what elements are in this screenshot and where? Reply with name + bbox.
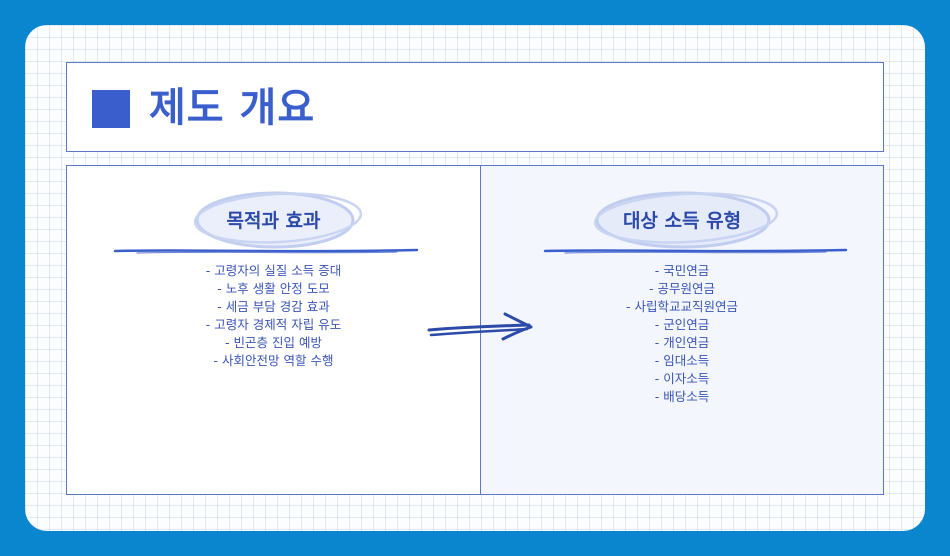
arrow-right-icon xyxy=(427,312,533,341)
list-item: - 세금 부담 경감 효과 xyxy=(217,299,330,314)
scribble-circle-icon xyxy=(113,191,419,254)
list-item: - 군인연금 xyxy=(654,317,710,332)
list-item: - 노후 생활 안정 도모 xyxy=(217,281,330,296)
list-item: - 이자소득 xyxy=(654,371,710,386)
purpose-panel: 목적과 효과 - 고령자의 실질 소득 증대 - 노후 생활 안정 도모 - 세… xyxy=(66,165,481,495)
list-item: - 공무원연금 xyxy=(649,281,715,296)
purpose-heading-label: 목적과 효과 xyxy=(226,210,321,232)
income-types-list: - 국민연금 - 공무원연금 - 사립학교교직원연금 - 군인연금 - 개인연금… xyxy=(481,262,883,406)
income-types-panel: 대상 소득 유형 - 국민연금 - 공무원연금 - 사립학교교직원연금 - 군인… xyxy=(480,165,884,495)
income-types-heading-label: 대상 소득 유형 xyxy=(622,210,742,232)
page-title: 제도 개요 xyxy=(149,85,316,131)
list-item: - 고령자의 실질 소득 증대 xyxy=(205,263,342,278)
income-types-heading: 대상 소득 유형 xyxy=(481,178,883,258)
list-item: - 사립학교교직원연금 xyxy=(626,299,738,314)
square-icon xyxy=(92,90,130,128)
purpose-heading: 목적과 효과 xyxy=(67,178,480,258)
purpose-list: - 고령자의 실질 소득 증대 - 노후 생활 안정 도모 - 세금 부담 경감… xyxy=(67,262,480,370)
list-item: - 빈곤층 진입 예방 xyxy=(225,335,322,350)
list-item: - 고령자 경제적 자립 유도 xyxy=(205,317,342,332)
list-item: - 임대소득 xyxy=(654,353,710,368)
title-box: 제도 개요 xyxy=(66,62,884,152)
list-item: - 사회안전망 역할 수행 xyxy=(213,353,334,368)
list-item: - 국민연금 xyxy=(654,263,710,278)
list-item: - 개인연금 xyxy=(654,335,710,350)
list-item: - 배당소득 xyxy=(654,389,710,404)
slide-card: 제도 개요 목적과 효과 - 고령자의 실질 소득 증대 - 노후 생활 안정 … xyxy=(25,25,925,531)
scribble-circle-icon xyxy=(543,191,848,254)
